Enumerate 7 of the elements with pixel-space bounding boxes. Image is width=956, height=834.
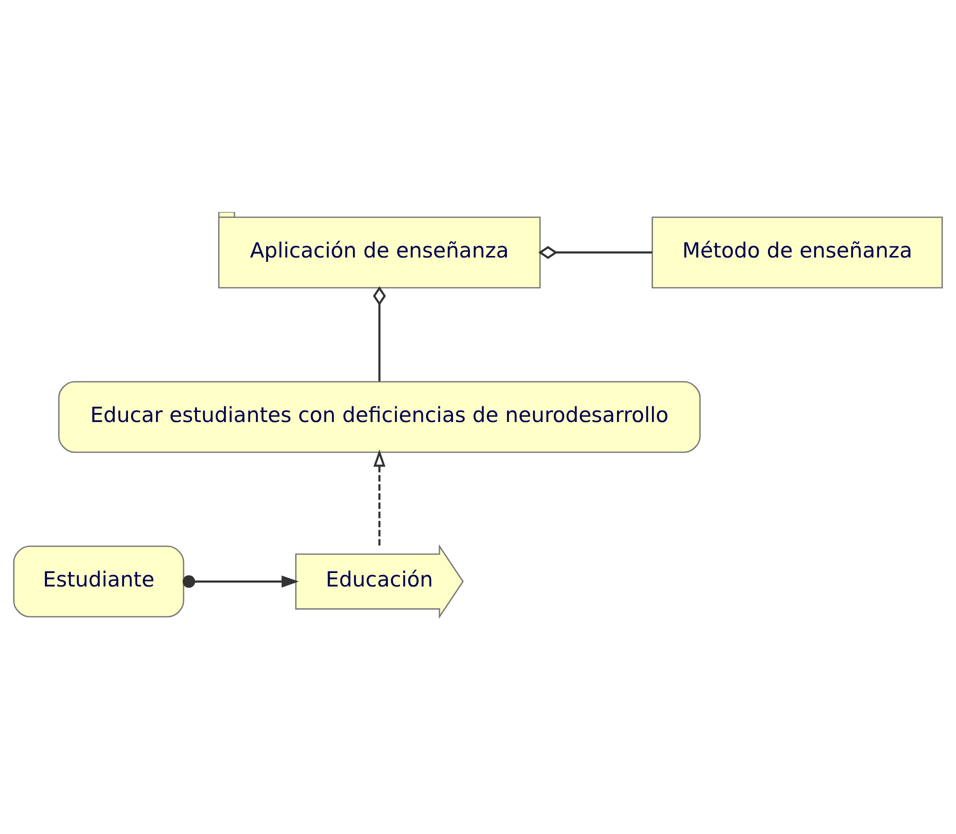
arrow xyxy=(182,575,299,588)
node-box: Método de enseñanza xyxy=(652,216,943,288)
arrow xyxy=(373,449,386,546)
node-box: Estudiante xyxy=(13,546,184,618)
node-box: Educar estudiantes con deficiencias de neurodesarrollo xyxy=(58,381,701,453)
connector xyxy=(538,246,652,259)
connector xyxy=(372,286,386,382)
